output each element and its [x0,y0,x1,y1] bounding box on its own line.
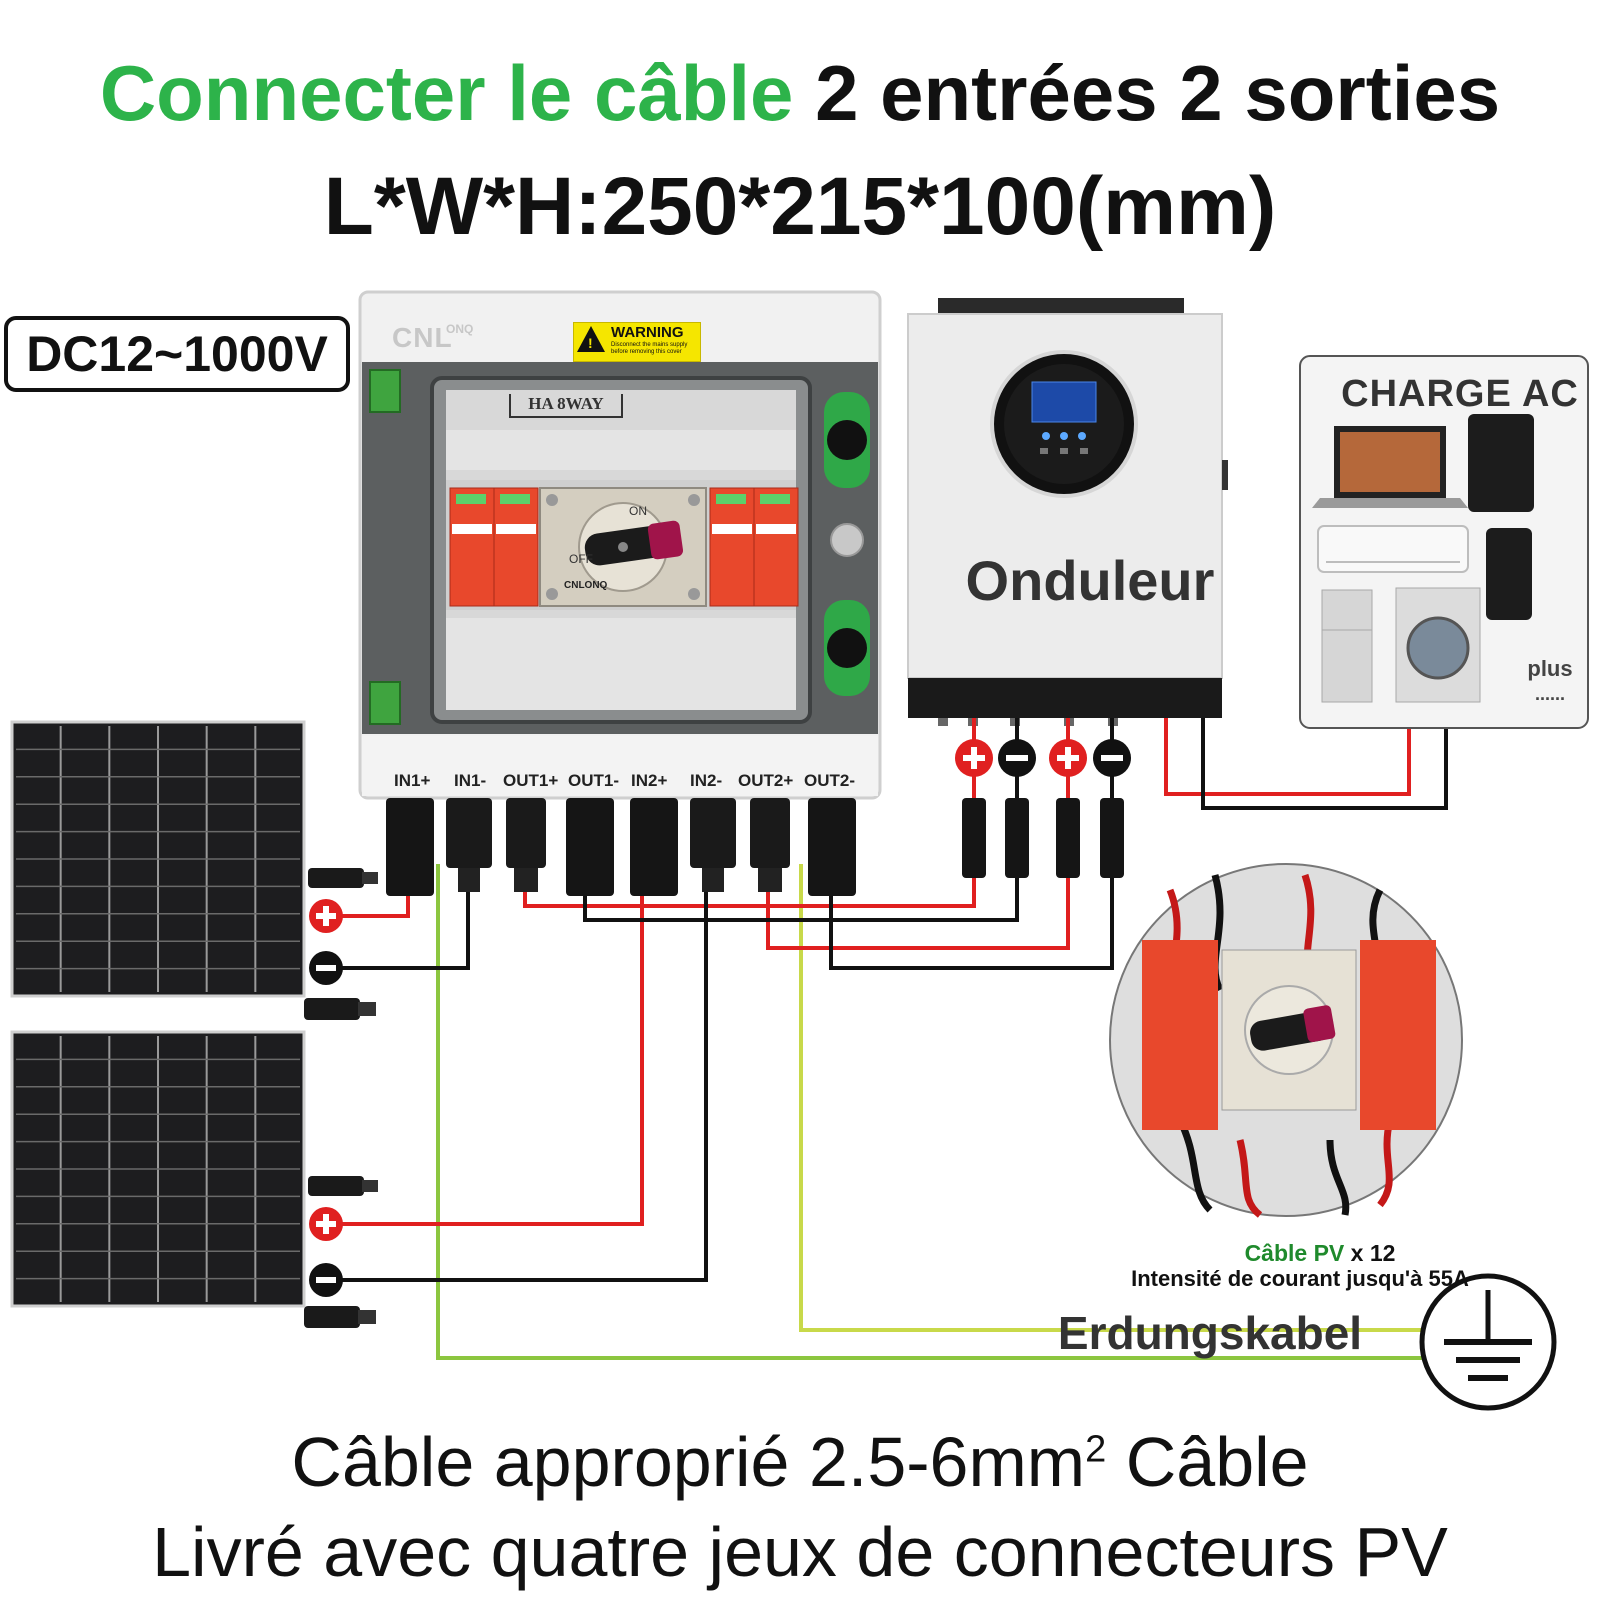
plus-icon [309,1207,343,1241]
cable-spec-superscript: 2 [1085,1428,1107,1471]
page-title: Connecter le câble 2 entrées 2 sorties [0,48,1600,139]
inverter-pv-leads [972,718,1114,800]
ac-load-title: CHARGE AC [1341,373,1579,415]
cable-spec-caption: Câble approprié 2.5-6mm2 Câble [0,1422,1600,1502]
plus-icon [1049,739,1087,777]
plus-icon [309,899,343,933]
port-label-out2-plus: OUT2+ [738,771,794,790]
port-label-in2-plus: IN2+ [631,771,668,790]
ac-load-more: plus [1527,656,1573,681]
port-label-in1-minus: IN1- [454,771,487,790]
cable-spec-suffix: Câble [1106,1423,1309,1501]
current-rating-note: Intensité de courant jusqu'à 55A [1131,1266,1469,1291]
tablet-icon [1468,414,1534,512]
voltage-badge: DC12~1000V [4,316,350,392]
dc-isolator-switch [539,487,707,607]
connectors-caption: Livré avec quatre jeux de connecteurs PV [152,1513,1448,1591]
dimensions-title: L*W*H:250*215*100(mm) [323,161,1277,252]
cable-spec-text: Câble approprié 2.5-6mm [291,1423,1086,1501]
warning-text: Disconnect the mains supply before remov… [611,342,688,355]
panel-2-mc4-connectors [304,1176,378,1328]
ac-load-more-dots: ...... [1534,684,1565,704]
ground-wires [436,864,1422,1360]
title-rest: 2 entrées 2 sorties [793,49,1501,137]
ground-cable-label: Erdungskabel [1057,1307,1363,1359]
pv-cable-name: Câble PV [1244,1240,1345,1266]
ac-load-panel [1299,355,1589,729]
phone-icon [1486,528,1532,620]
port-label-in1-plus: IN1+ [394,771,431,790]
solar-panel-1 [10,720,306,998]
ground-symbol-icon [1419,1273,1557,1411]
combiner-brand: CNL [392,322,453,353]
washing-machine-icon [1395,587,1481,703]
solar-panel-2 [10,1030,306,1308]
warning-title: WARNING [611,324,684,341]
surge-protector-right [709,487,799,607]
combiner-model: HA 8WAY [509,394,623,418]
title-highlight: Connecter le câble [99,49,794,137]
air-conditioner-icon [1317,525,1469,573]
combiner-mc4-connectors [386,798,856,896]
panel-1-mc4-connectors [304,868,378,1020]
inverter-mc4-connectors [962,798,1124,878]
pv-cable-count: x 12 [1344,1240,1396,1266]
warning-icon-mark: ! [588,335,593,351]
laptop-icon [1312,426,1468,508]
switch-brand: CNLONQ [564,580,608,591]
minus-icon [309,951,343,985]
inverter-display [990,350,1138,498]
refrigerator-icon [1321,589,1373,703]
switch-on-label: ON [629,504,647,518]
minus-icon [309,1263,343,1297]
inverter-terminals [938,718,1118,726]
combiner-brand-sub: ONQ [446,322,474,336]
port-label-out1-minus: OUT1- [568,771,619,790]
minus-icon [1093,739,1131,777]
inset-closeup [1109,863,1463,1218]
plus-icon [955,739,993,777]
port-label-out1-plus: OUT1+ [503,771,559,790]
inverter [907,298,1228,878]
port-label-out2-minus: OUT2- [804,771,855,790]
port-label-in2-minus: IN2- [690,771,723,790]
pv-cable-caption: Câble PV x 12 [1120,1240,1520,1267]
surge-protector-left [449,487,539,607]
minus-icon [998,739,1036,777]
inverter-label: Onduleur [965,549,1215,612]
warning-icon [577,326,605,352]
switch-off-label: OFF [569,552,593,566]
